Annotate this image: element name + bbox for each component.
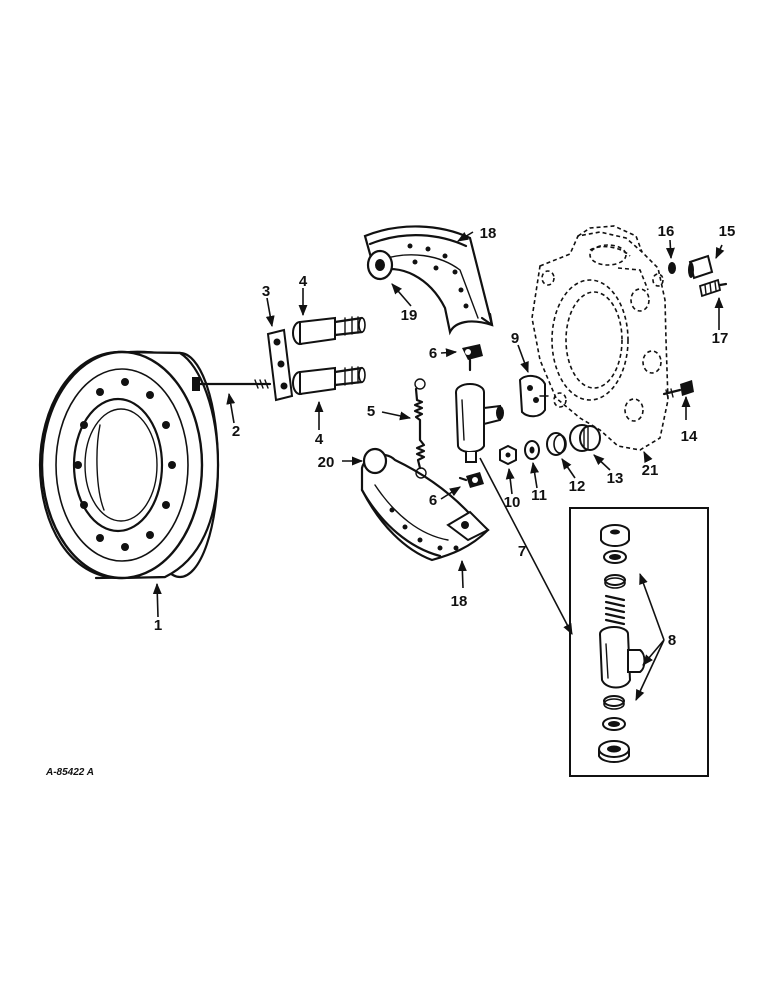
brake-shoe-upper: [363, 225, 494, 336]
callout-1: 1: [154, 617, 162, 634]
anchor-pin-lower: [292, 366, 366, 396]
callout-10: 10: [504, 494, 521, 511]
backing-plate-housing: [531, 225, 669, 451]
callout-19: 19: [401, 307, 418, 324]
callout-17: 17: [712, 330, 729, 347]
nut: [499, 444, 517, 466]
callout-12: 12: [569, 478, 586, 495]
callout-4-lower: 4: [315, 431, 324, 448]
return-spring: [413, 378, 427, 479]
callout-4-upper: 4: [299, 273, 308, 290]
callout-2: 2: [232, 423, 240, 440]
callout-6-upper: 6: [429, 345, 437, 362]
callout-6-lower: 6: [429, 492, 437, 509]
grease-fitting: [698, 278, 728, 298]
callout-15: 15: [719, 223, 736, 240]
brake-drum: [38, 350, 220, 580]
bushing: [688, 254, 714, 280]
brake-shoe-lower: [360, 447, 490, 562]
callout-13: 13: [607, 470, 624, 487]
callout-11: 11: [531, 487, 547, 504]
wheel-cylinder: [455, 383, 504, 463]
callout-21: 21: [642, 462, 659, 479]
callout-labels: 1 2 3 4 4 5 6 6 7 8 9 10 11 12 13 14 15 …: [154, 223, 736, 649]
bolt-fitting: [662, 380, 694, 399]
callout-14: 14: [681, 428, 698, 445]
anchor-bolt: [192, 377, 272, 391]
callout-8: 8: [668, 632, 676, 649]
callout-5: 5: [367, 403, 375, 420]
leader-lines: [152, 231, 725, 702]
drawing-reference-number: A-85422 A: [45, 767, 94, 778]
anchor-pin-upper: [292, 316, 366, 346]
callout-7: 7: [518, 543, 526, 560]
cylinder-boot-plate: [518, 374, 549, 418]
callout-16: 16: [658, 223, 675, 240]
bleeder-screw-upper: [462, 344, 483, 372]
callout-3: 3: [262, 283, 270, 300]
washer: [524, 440, 540, 460]
adjusting-nut: [569, 424, 601, 452]
callout-18-lower: 18: [451, 593, 468, 610]
anchor-plate: [266, 328, 294, 402]
bleeder-cap: [668, 262, 676, 274]
callout-20: 20: [318, 454, 335, 471]
cup-seal: [546, 432, 567, 456]
repair-kit-inset: [569, 507, 709, 777]
callout-9: 9: [511, 330, 519, 347]
callout-18-upper: 18: [480, 225, 497, 242]
bleeder-screw-lower: [458, 472, 484, 488]
